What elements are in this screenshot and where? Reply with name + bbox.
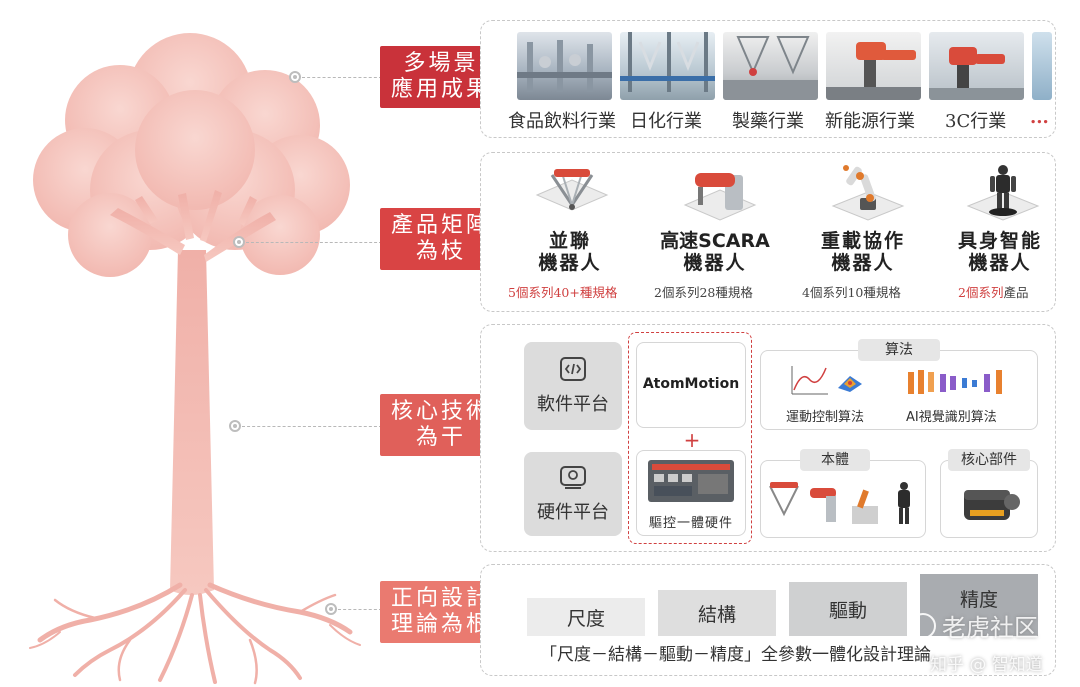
product-name-delta-line2: 機器人 [538,252,602,274]
scene-label-3c: 3C行業 [945,111,1007,132]
product-name-scara: 高速SCARA 機器人 [650,230,780,274]
scene-image-3c [929,32,1024,100]
core-part-motor-icon [964,490,1020,520]
product-name-delta-line1: 並聯 [548,230,591,252]
product-name-scara-line2: 機器人 [683,252,747,274]
robot-body-title: 本體 [800,449,870,471]
step-scale-label: 尺度 [566,607,605,630]
watermark-main-text: 老虎社区 [942,614,1038,642]
product-spec-collab: 4個系列10種規格 [802,282,901,301]
scara-robot-icon [683,173,757,221]
connector-dot-products [233,236,245,248]
humanoid-robot-icon [966,165,1040,221]
product-name-delta: 並聯 機器人 [530,230,610,274]
hardware-platform-box: 硬件平台 [524,452,622,536]
scene-label-new-energy: 新能源行業 [825,111,915,132]
motion-control-label: 運動控制算法 [786,410,865,425]
watermark-logo-icon [910,612,936,639]
connector-line-scenes [302,77,382,78]
tree-roots [29,582,361,685]
product-spec-delta: 5個系列40+種規格 [508,282,617,301]
plus-sign: + [683,428,701,452]
delta-robot-icon [535,169,609,211]
product-spec-delta-a: 5個系列 [508,285,554,300]
tier-label-theory-line2: 理論為根 [390,612,491,637]
watermark-main: 老虎社区 [910,608,1038,643]
collab-robot-icon [831,165,905,221]
product-spec-delta-b: 40+種規格 [553,285,618,300]
scene-image-pharma [723,32,818,100]
tier-label-tech-line2: 為干 [415,425,466,450]
step-scale: 尺度 [527,598,645,636]
hardware-platform-label: 硬件平台 [537,502,609,523]
scene-more-ellipsis: ... [1030,107,1049,128]
algorithms-title: 算法 [858,339,940,361]
tier-label-scenes-line2: 應用成果 [390,77,491,102]
product-spec-collab-a: 4個系列 [802,285,848,300]
product-spec-scara-a: 2個系列 [654,285,700,300]
watermark-sub: 知乎 @ 智知道 [930,655,1043,675]
product-spec-humanoid-a: 2個系列 [958,285,1004,300]
ai-vision-label: AI視覺識別算法 [906,410,997,425]
atommotion-logo-text: AtomMotion [642,376,740,392]
integrated-platform-group [628,332,752,544]
scene-label-pharma: 製藥行業 [732,111,804,132]
product-name-collab-line2: 機器人 [831,252,895,274]
tier-label-scenes-line1: 多場景 [403,51,479,76]
step-structure: 結構 [658,590,776,636]
connector-line-theory [338,609,382,610]
scene-label-food: 食品飲料行業 [508,111,616,132]
tree-trunk [110,190,276,595]
product-spec-scara: 2個系列28種規格 [654,282,753,301]
step-drive: 驅動 [789,582,907,636]
software-platform-label: 軟件平台 [537,394,609,415]
drive-controller-icon [648,460,734,502]
atommotion-box [636,342,746,428]
core-parts-title: 核心部件 [948,449,1030,471]
products-panel [480,152,1056,312]
product-name-scara-line1: 高速SCARA [660,230,770,252]
scene-image-daily-chemical [620,32,715,100]
tier-label-products-line1: 產品矩陣 [390,213,491,238]
connector-dot-scenes [289,71,301,83]
product-spec-humanoid-b: 產品 [1003,285,1029,300]
step-structure-label: 結構 [697,603,736,626]
connector-line-tech [242,426,382,427]
tier-label-products-line2: 為枝 [415,239,466,264]
robot-body-icons [769,482,910,524]
tier-label-tech-line1: 核心技術 [390,399,491,424]
software-platform-box: 軟件平台 [524,342,622,430]
tree-illustration [29,33,361,685]
scene-label-daily-chemical: 日化行業 [630,111,702,132]
step-precision-label: 精度 [959,588,998,611]
product-name-collab-line1: 重載協作 [820,230,905,252]
tier-label-theory-line1: 正向設計 [390,586,491,611]
hardware-icon [560,466,586,489]
step-precision: 精度 [920,574,1038,636]
product-name-humanoid-line2: 機器人 [968,252,1032,274]
product-spec-humanoid: 2個系列產品 [958,282,1028,301]
product-name-humanoid-line1: 具身智能 [957,230,1042,252]
product-name-collab: 重載協作 機器人 [808,230,918,274]
product-spec-scara-b: 28種規格 [699,285,753,300]
ai-vision-network-icon [908,370,1002,394]
connector-dot-theory [325,603,337,615]
code-icon [560,357,586,381]
scene-image-new-energy [826,32,921,100]
product-name-humanoid: 具身智能 機器人 [945,230,1055,274]
tree-canopy [33,33,350,277]
product-spec-collab-b: 10種規格 [847,285,901,300]
scene-image-food [517,32,612,100]
theory-summary: 「尺度－結構－驅動－精度」全參數一體化設計理論 [540,645,931,665]
drive-hardware-label: 驅控一體硬件 [648,516,733,531]
connector-dot-tech [229,420,241,432]
motion-control-chart-icon [791,366,862,395]
step-drive-label: 驅動 [828,599,867,622]
scene-image-more [1032,32,1052,100]
connector-line-products [246,242,382,243]
